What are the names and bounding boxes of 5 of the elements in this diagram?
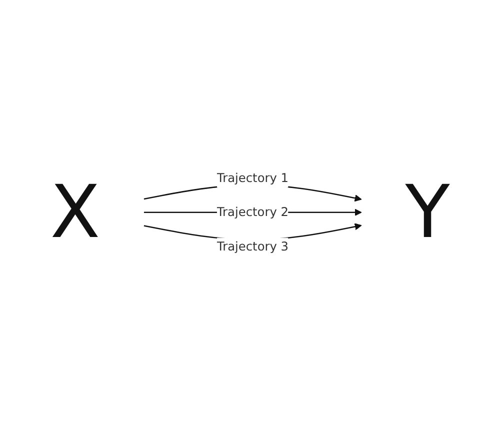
node-text: X	[50, 169, 100, 255]
edge-label: Trajectory 2	[216, 204, 289, 220]
node-text: Y	[405, 169, 450, 255]
edge-label: Trajectory 1	[216, 170, 289, 185]
edge-label: Trajectory 3	[216, 238, 289, 254]
